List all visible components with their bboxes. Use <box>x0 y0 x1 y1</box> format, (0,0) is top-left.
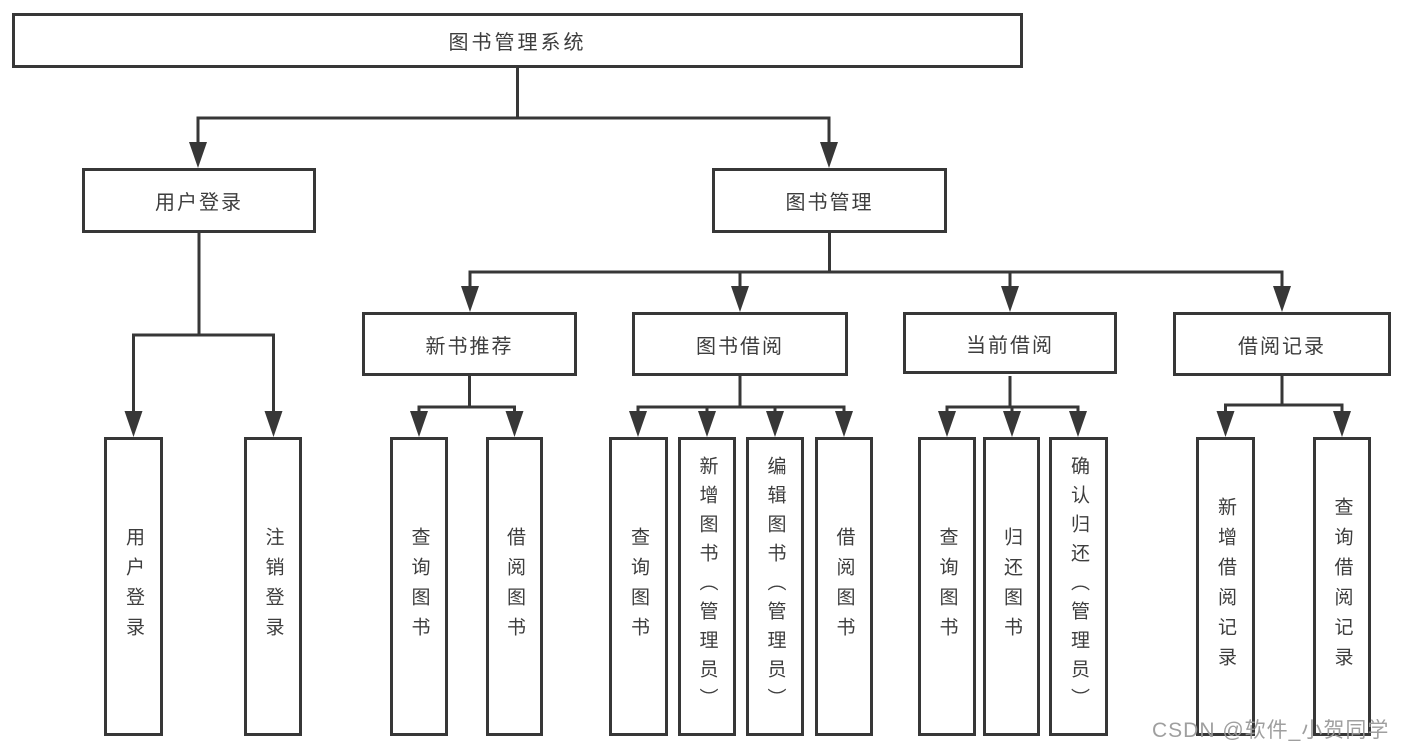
leaf-logout: 注销登录 <box>244 437 302 736</box>
leaf-add-borrow-record: 新增借阅记录 <box>1196 437 1255 736</box>
leaf-query-book-3: 查询图书 <box>918 437 976 736</box>
watermark: CSDN @软件_小贺同学 <box>1152 719 1390 742</box>
leaf-borrow-book-2: 借阅图书 <box>815 437 873 736</box>
leaf-confirm-return-admin: 确认归还（管理员） <box>1049 437 1108 736</box>
leaf-borrow-book-1: 借阅图书 <box>486 437 543 736</box>
node-current-borrow: 当前借阅 <box>903 312 1117 374</box>
node-book-management: 图书管理 <box>712 168 947 233</box>
node-book-borrow: 图书借阅 <box>632 312 848 376</box>
node-new-book-recommend: 新书推荐 <box>362 312 577 376</box>
connector-current-borrow-children <box>938 376 1087 437</box>
leaf-return-book: 归还图书 <box>983 437 1040 736</box>
connector-borrow-record-children <box>1216 376 1351 437</box>
connector-book-mgmt-to-level3 <box>461 233 1291 312</box>
connector-user-login-children <box>124 233 283 437</box>
connector-new-book-children <box>410 376 524 437</box>
leaf-add-book-admin: 新增图书（管理员） <box>678 437 736 736</box>
leaf-edit-book-admin: 编辑图书（管理员） <box>746 437 804 736</box>
leaf-query-book-2: 查询图书 <box>609 437 668 736</box>
node-user-login: 用户登录 <box>82 168 316 233</box>
leaf-query-borrow-record: 查询借阅记录 <box>1313 437 1371 736</box>
node-borrow-record: 借阅记录 <box>1173 312 1391 376</box>
connector-book-borrow-children <box>629 376 853 437</box>
node-root: 图书管理系统 <box>12 13 1023 68</box>
connector-root-to-level2 <box>189 68 838 168</box>
leaf-query-book-1: 查询图书 <box>390 437 448 736</box>
leaf-user-login: 用户登录 <box>104 437 163 736</box>
